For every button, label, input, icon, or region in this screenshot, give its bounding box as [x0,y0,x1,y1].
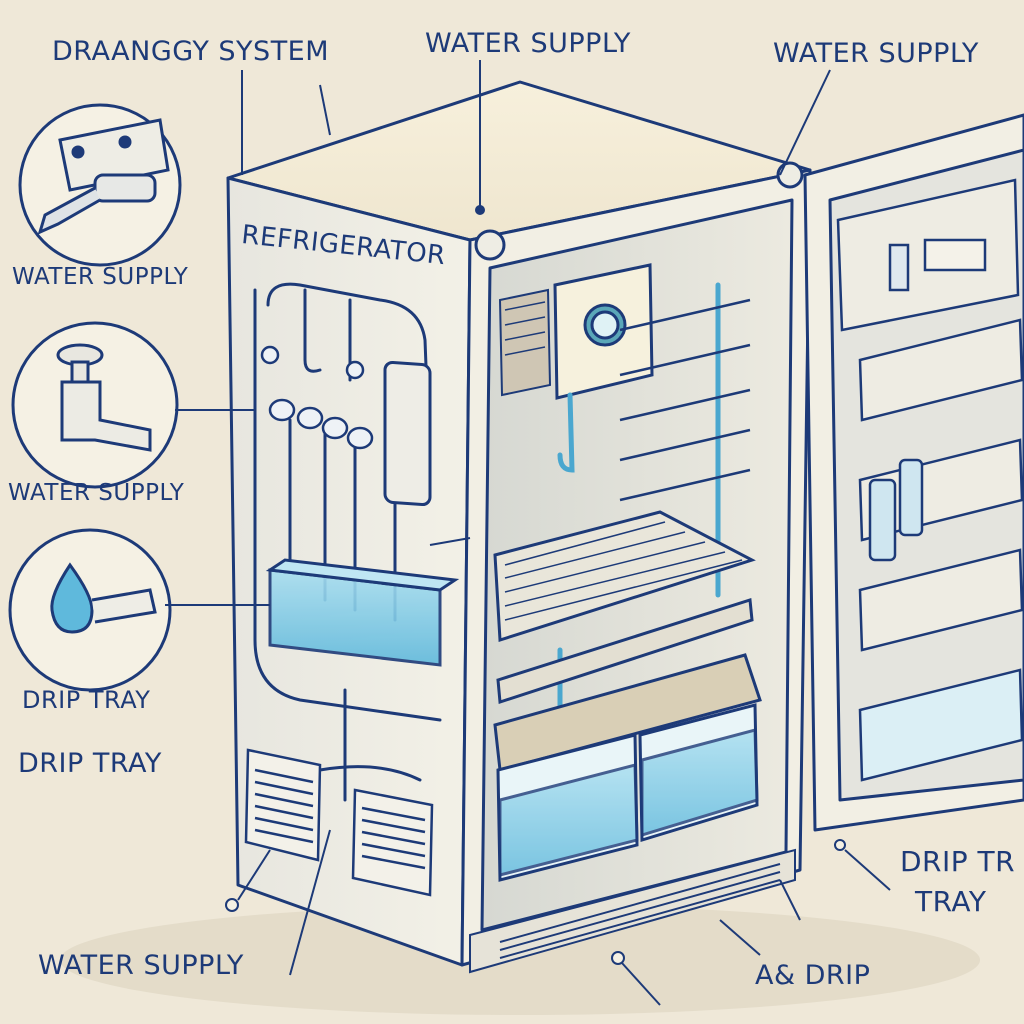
side-vent-left [246,750,320,860]
label-water-supply-left-1: WATER SUPPLY [12,266,188,289]
label-drip-tray-left-2: DRIP TRAY [18,750,162,777]
label-drip-tray-right-line2: TRAY [915,888,987,916]
label-water-supply-left-2: WATER SUPPLY [8,482,184,505]
side-vent-right [353,790,432,895]
label-drip-tray-right-line1: DRIP TR [900,848,1015,876]
top-hinge [476,231,504,259]
inset-middle [13,323,177,487]
inset-bottom [10,530,170,690]
label-water-supply-bottom: WATER SUPPLY [38,952,244,979]
label-drip-tray-left-1: DRIP TRAY [22,688,150,712]
label-water-supply-top-right: WATER SUPPLY [773,40,979,67]
label-water-supply-top-center: WATER SUPPLY [425,30,631,57]
drip-reservoir [270,560,455,665]
label-drainage-system: DRAANGGY SYSTEM [52,38,329,65]
filter-block [500,290,550,395]
label-a-drip: A& DRIP [755,962,870,989]
thermostat-module [555,265,652,398]
side-hinge [778,163,802,187]
inset-top [20,105,180,265]
control-box [385,362,430,505]
